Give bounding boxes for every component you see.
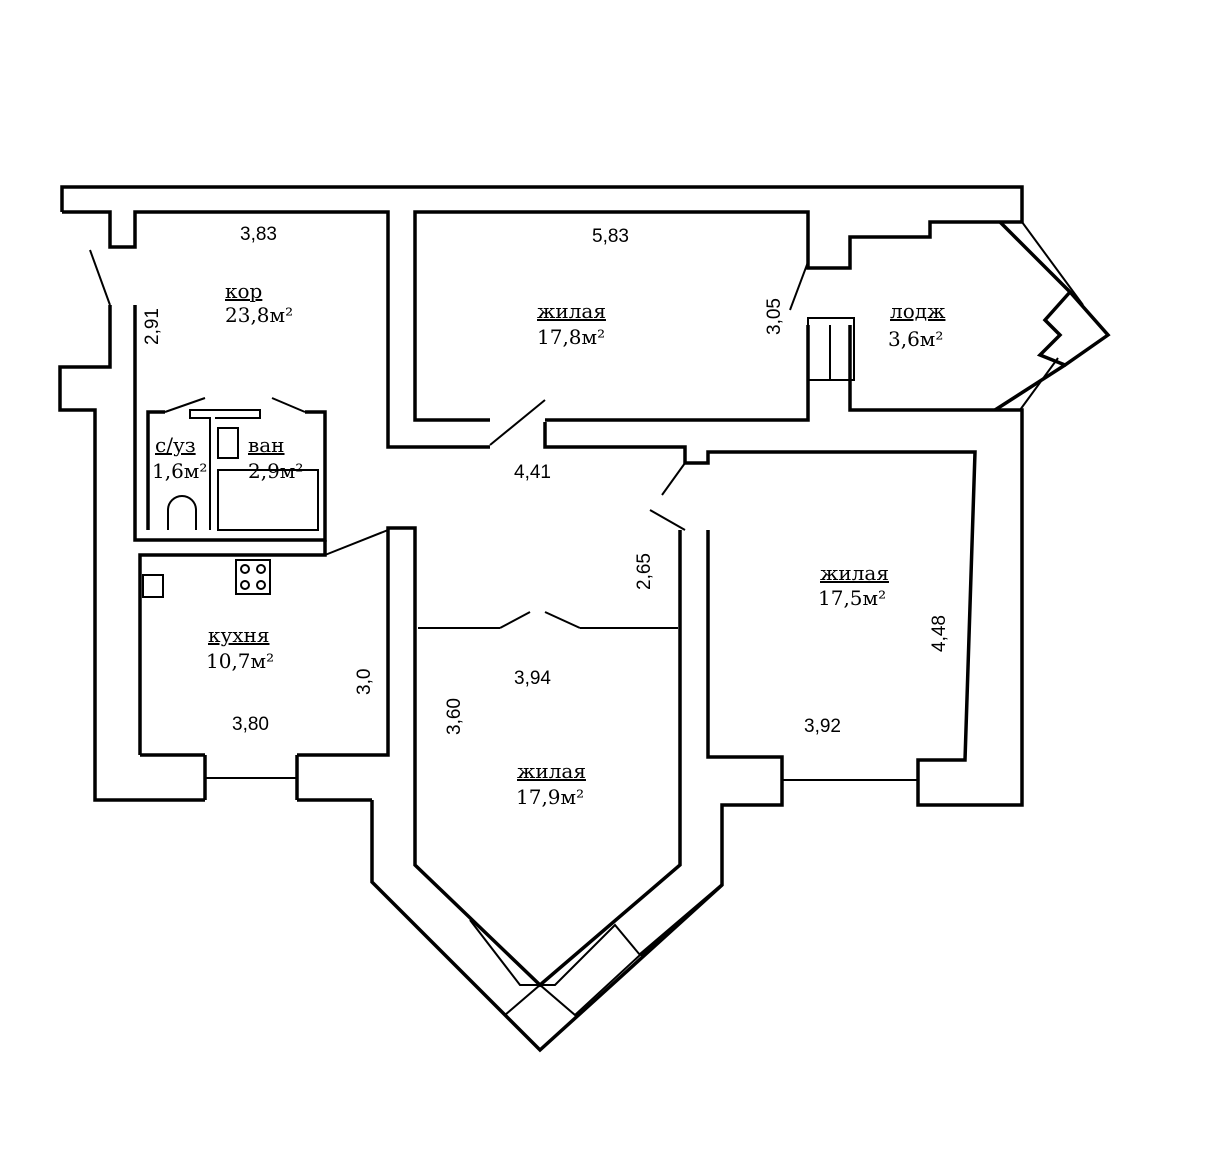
room-area-kitchen: 10,7м²: [206, 649, 274, 673]
dim-living-bottom-width: 3,94: [514, 668, 551, 689]
room-area-loggia: 3,6м²: [888, 327, 943, 351]
dim-hall-width: 4,41: [514, 462, 551, 483]
room-labels: кор 23,8м² жилая 17,8м² лодж 3,6м² с/уз …: [152, 279, 946, 809]
room-name-loggia: лодж: [890, 299, 946, 323]
walls: [58, 185, 1111, 1053]
dim-corridor-depth: 2,91: [142, 308, 163, 345]
room-area-living-bottom: 17,9м²: [516, 785, 584, 809]
room-area-living-top: 17,8м²: [537, 325, 605, 349]
room-name-corridor: кор: [225, 279, 262, 303]
room-area-living-right: 17,5м²: [818, 586, 886, 610]
room-name-kitchen: кухня: [208, 623, 270, 647]
room-name-bath: ван: [248, 433, 285, 457]
dim-living-right-width: 3,92: [804, 716, 841, 737]
room-name-living-top: жилая: [537, 299, 606, 323]
room-area-wc: 1,6м²: [152, 459, 207, 483]
dim-living-top-depth: 3,05: [764, 298, 785, 335]
dim-hall-depth: 2,65: [634, 553, 655, 590]
dimension-labels: 3,83 2,91 5,83 3,05 4,41 2,65 3,0 3,80 3…: [142, 224, 950, 737]
dim-kitchen-width: 3,80: [232, 714, 269, 735]
dim-living-right-depth: 4,48: [929, 615, 950, 652]
dim-kitchen-depth: 3,0: [354, 669, 375, 695]
room-area-bath: 2,9м²: [248, 459, 303, 483]
dim-corridor-width: 3,83: [240, 224, 277, 245]
room-area-corridor: 23,8м²: [225, 303, 293, 327]
room-name-living-bottom: жилая: [517, 759, 586, 783]
room-name-wc: с/уз: [155, 433, 196, 457]
dim-living-top-width: 5,83: [592, 226, 629, 247]
dim-living-bottom-depth: 3,60: [444, 698, 465, 735]
room-name-living-right: жилая: [820, 561, 889, 585]
